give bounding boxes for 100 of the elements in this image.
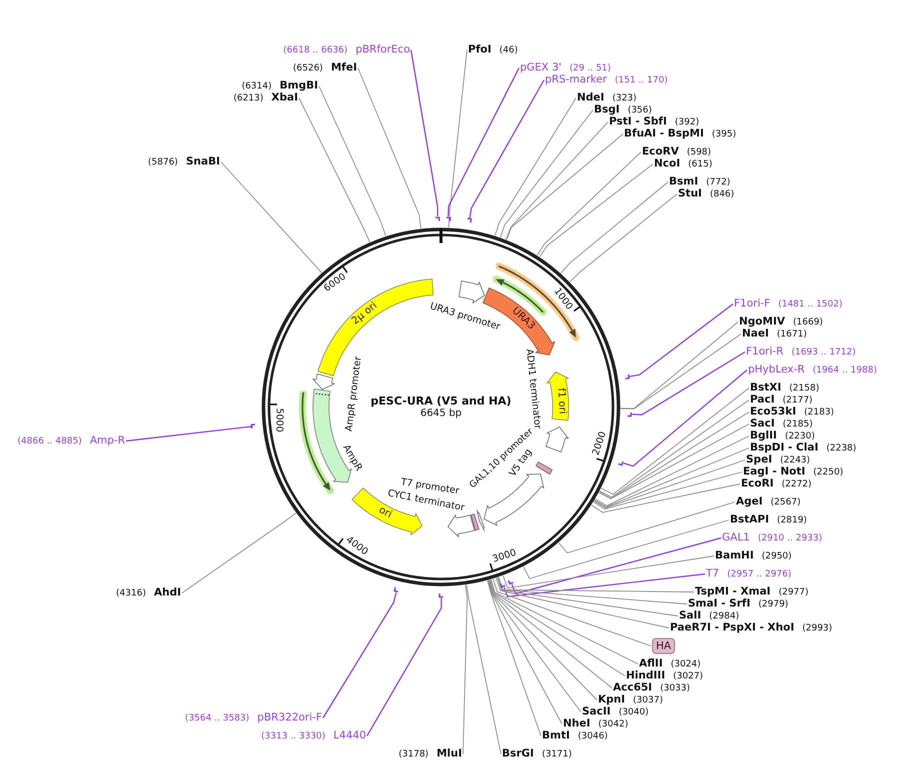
cut-site-label: AflII (3024): [639, 658, 701, 670]
leader-line: [498, 576, 694, 592]
cut-site-label: BfuAI - BspMI (395): [624, 128, 736, 140]
leader-line: [322, 592, 397, 718]
cut-site-label: (6213) XbaI: [233, 92, 298, 104]
terminator-feature: [447, 514, 476, 538]
plasmid-size: 6645 bp: [420, 409, 462, 419]
cut-site-label: BglII (2230): [750, 430, 815, 442]
primer-label: (3564 .. 3583) pBR322ori-F: [185, 712, 322, 724]
leader-line: [539, 164, 654, 258]
cut-site-label: NgoMIV (1669): [739, 316, 823, 328]
leader-line: [448, 68, 520, 216]
leader-line: [620, 334, 742, 410]
scale-label: 5000: [274, 408, 284, 432]
cut-site-label: (3178) MluI: [398, 748, 462, 760]
primer-label: F1ori-F (1481 .. 1502): [734, 298, 842, 310]
promoter-feature: [312, 372, 336, 390]
leader-line: [506, 122, 608, 240]
primer-label: (6618 .. 6636) pBRforEco: [283, 44, 410, 56]
primer-site-mark: [393, 586, 400, 594]
cut-site-label: BsgI (356): [594, 104, 652, 116]
primer-label: GAL1 (2910 .. 2933): [722, 532, 822, 544]
leader-line: [489, 579, 612, 688]
primer-site-mark: [626, 410, 632, 418]
leader-line: [410, 50, 438, 216]
primer-site-mark: [617, 460, 625, 466]
leader-line: [593, 472, 742, 510]
primer-label: F1ori-R (1693 .. 1712): [746, 346, 856, 358]
leader-line: [496, 577, 678, 616]
leader-line: [498, 576, 688, 604]
cut-site-label: (5876) SnaBI: [148, 156, 220, 168]
leader-line: [500, 110, 594, 238]
leader-line: [629, 304, 734, 378]
primer-label: T7 (2957 .. 2976): [706, 568, 792, 580]
leader-line: [490, 579, 626, 676]
leader-line: [522, 520, 730, 580]
cut-site-label: PacI (2177): [750, 394, 813, 406]
leader-line: [594, 436, 750, 506]
leader-line: [506, 134, 624, 240]
cut-site-label: SacII (3040): [582, 706, 649, 718]
plasmid-name: pESC-URA (V5 and HA): [370, 396, 512, 406]
cut-site-label: KpnI (3037): [598, 694, 663, 706]
cut-site-label: (4316) AhdI: [116, 586, 181, 600]
primer-label: pGEX 3' (29 .. 51): [520, 62, 611, 74]
leader-line: [462, 584, 468, 754]
leader-line: [511, 537, 722, 594]
leader-line: [466, 584, 502, 754]
orf-feature: [296, 391, 335, 494]
cut-site-label: BsrGI (3171): [502, 748, 572, 760]
leader-line: [487, 580, 542, 736]
cut-site-label: HindIII (3027): [626, 670, 704, 682]
cut-site-label: SpeI (2243): [746, 454, 810, 466]
primer-site-mark: [444, 216, 452, 222]
origin-feature: f1 ori: [546, 370, 570, 422]
leader-line: [569, 194, 678, 282]
leader-line: [490, 579, 638, 664]
leader-line: [298, 98, 370, 243]
tag-feature: [470, 512, 480, 532]
leader-line: [469, 80, 545, 218]
terminator-feature: [544, 426, 570, 453]
plasmid-backbone-ring: [261, 227, 621, 587]
leader-line: [594, 460, 746, 508]
primer-label: pRS-marker (151 .. 170): [545, 74, 668, 86]
cut-site-label: BsmI (772): [669, 176, 730, 188]
cut-site-label: TspMI - XmaI (2977): [695, 586, 809, 598]
leader-line: [488, 580, 582, 712]
primer-site-mark: [499, 582, 507, 588]
leader-line: [366, 598, 442, 736]
leader-line: [494, 98, 576, 236]
leader-line: [448, 50, 468, 228]
leader-line: [182, 512, 297, 594]
primer-site-mark: [434, 216, 442, 222]
cut-site-label: Eco53kI (2183): [750, 406, 834, 418]
cut-site-label: (6314) BmgBI: [242, 80, 318, 92]
leader-line: [591, 484, 740, 513]
leader-line: [318, 86, 386, 237]
cut-site-label: SmaI - SrfI (2979): [688, 598, 788, 610]
leader-line: [632, 351, 746, 416]
cut-site-label: NaeI (1671): [742, 328, 807, 340]
primer-site-mark: [250, 422, 257, 430]
primer-label: pHybLex-R (1964 .. 1988): [748, 364, 877, 376]
leader-line: [488, 580, 598, 700]
leader-line: [496, 577, 670, 628]
cut-site-label: BstXI (2158): [750, 382, 820, 394]
cut-site-label: NheI (3042): [563, 718, 628, 730]
promoter-feature: [458, 280, 485, 304]
cut-site-label: (6526) MfeI: [293, 62, 357, 74]
cut-site-label: EcoRI (2272): [741, 478, 812, 490]
primer-label: (4866 .. 4885) Amp-R: [18, 434, 125, 448]
cut-site-label: NdeI (323): [577, 92, 637, 104]
primer-site-mark: [438, 592, 445, 598]
cut-site-label: PfoI (46): [468, 44, 518, 56]
leader-line: [502, 556, 714, 589]
promoter-feature: [476, 508, 486, 532]
primer-site-mark: [624, 373, 630, 380]
cut-site-label: EcoRV (598): [642, 146, 712, 158]
scale-label: 3000: [491, 548, 518, 565]
cut-site-label: BamHI (2950): [715, 550, 792, 562]
cut-site-label: SacI (2185): [750, 418, 813, 430]
cut-site-label: BstAPI (2819): [730, 514, 807, 526]
